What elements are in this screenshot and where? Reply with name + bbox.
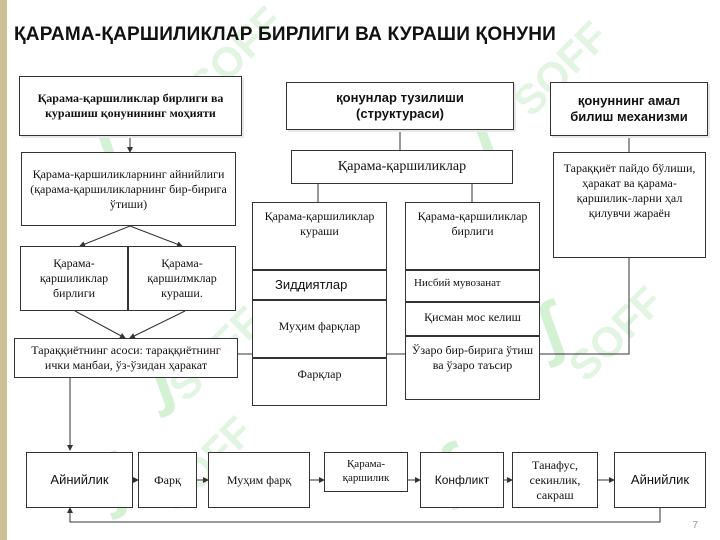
source-box: Тараққиётнинг асоси: тараққиётнинг ички … [14, 338, 238, 378]
chain-step: Қарама-қаршилик [324, 452, 408, 492]
slide-title: ҚАРАМА-ҚАРШИЛИКЛАР БИРЛИГИ ВА КУРАШИ ҚОН… [14, 24, 557, 45]
structure-label: қонунлар тузилиши (структураси) [336, 89, 464, 121]
chain-step: Конфликт [420, 452, 504, 508]
opposites-box: Қарама-қаршиликлар [291, 150, 513, 184]
chain-step-label: Айнийлик [50, 471, 109, 487]
mechanism-text-box: Тараққиёт пайдо бўлиши, ҳаракат ва қарам… [553, 152, 706, 258]
chain-step-label: Танафус, секинлик, сакраш [529, 457, 581, 502]
struggle-row: Муҳим фарқлар [252, 300, 387, 358]
struggle-row: Зиддиятлар [252, 270, 387, 300]
chain-step: Муҳим фарқ [208, 452, 310, 508]
mechanism-box: қонуннинг амал билиш механизми [550, 82, 708, 136]
chain-step-label: Фарқ [154, 472, 181, 487]
struggle-col-header: Қарама-қаршиликлар кураши [252, 202, 387, 270]
source-label: Тараққиётнинг асоси: тараққиётнинг ички … [31, 343, 221, 372]
chain-step-label: Конфликт [434, 472, 490, 487]
chain-step: Айнийлик [614, 452, 706, 508]
chain-step: Танафус, секинлик, сакраш [512, 452, 598, 508]
unity-col-header: Қарама-қаршиликлар бирлиги [405, 202, 540, 270]
chain-step-label: Айнийлик [630, 471, 690, 487]
struggle-col-header-label: Қарама-қаршиликлар кураши [264, 209, 375, 238]
page-number: 7 [692, 520, 698, 531]
unity-row-label: Қисман мос келиш [424, 310, 521, 324]
struggle-row-label: Муҳим фарқлар [278, 319, 361, 333]
opposites-label: Қарама-қаршиликлар [337, 159, 467, 175]
mechanism-text: Тараққиёт пайдо бўлиши, ҳаракат ва қарам… [563, 161, 696, 220]
structure-box: қонунлар тузилиши (структураси) [286, 82, 514, 130]
chain-step: Айнийлик [26, 452, 133, 508]
unity-col-header-label: Қарама-қаршиликлар бирлиги [417, 209, 528, 238]
unity-row-label: Ўзаро бир-бирига ўтиш ва ўзаро таъсир [411, 343, 534, 372]
unity-row: Нисбий мувозанат [405, 270, 540, 302]
struggle-label-box: Қарама-қаршилмклар кураши. [128, 246, 236, 311]
unity-text: Қарама-қаршиликларнинг айнийлиги (қарама… [30, 166, 227, 211]
unity-row: Ўзаро бир-бирига ўтиш ва ўзаро таъсир [405, 336, 540, 400]
essence-label: Қарама-қаршиликлар бирлиги ва курашиш қо… [37, 91, 224, 120]
essence-box: Қарама-қаршиликлар бирлиги ва курашиш қо… [19, 76, 242, 136]
struggle-label: Қарама-қаршилмклар кураши. [147, 256, 217, 300]
chain-step-label: Муҳим фарқ [226, 472, 292, 487]
chain-step-label: Қарама-қаршилик [342, 458, 390, 484]
struggle-row-label: Фарқлар [297, 367, 342, 381]
unity-row-label: Нисбий мувозанат [414, 277, 501, 289]
unity-label-box: Қарама-қаршиликлар бирлиги [20, 246, 128, 311]
struggle-row: Фарқлар [252, 358, 387, 406]
unity-label: Қарама-қаршиликлар бирлиги [39, 256, 109, 300]
unity-row: Қисман мос келиш [405, 302, 540, 336]
chain-step: Фарқ [138, 452, 197, 508]
unity-text-box: Қарама-қаршиликларнинг айнийлиги (қарама… [21, 152, 236, 226]
struggle-row-label: Зиддиятлар [275, 277, 348, 292]
mechanism-label: қонуннинг амал билиш механизми [570, 92, 688, 124]
